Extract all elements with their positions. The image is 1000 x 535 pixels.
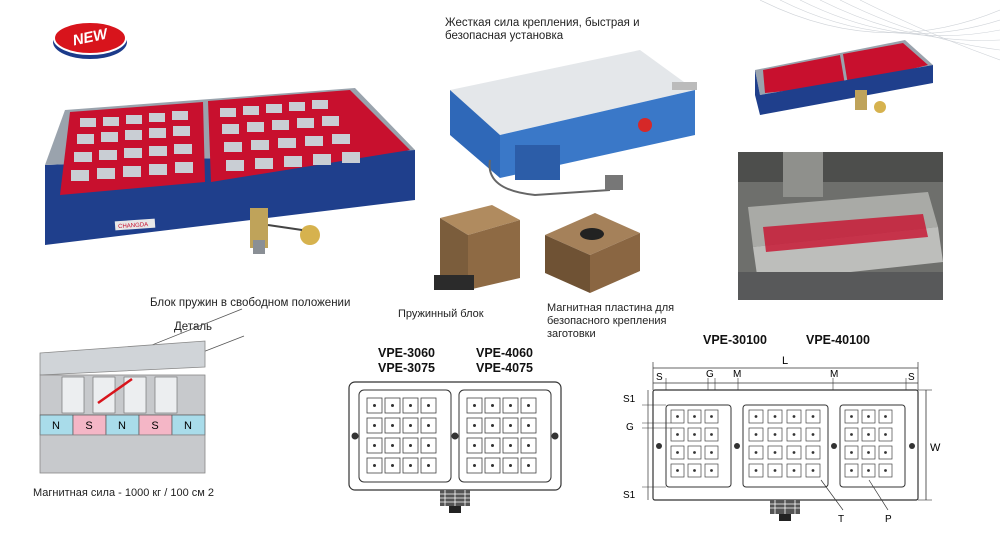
model-label-vpe-3075: VPE-3075 bbox=[378, 361, 435, 375]
model-label-vpe-4060: VPE-4060 bbox=[476, 346, 533, 360]
magnetic-plate-image bbox=[545, 213, 640, 293]
new-badge: NEW bbox=[50, 18, 130, 62]
background-wave bbox=[760, 0, 1000, 61]
dim-S1-bottom: S1 bbox=[623, 490, 636, 501]
dim-L: L bbox=[782, 355, 788, 367]
pole-label-3: N bbox=[118, 420, 126, 432]
pole-label-5: N bbox=[184, 420, 192, 432]
new-badge-shape bbox=[53, 21, 127, 59]
model-label-vpe-3060: VPE-3060 bbox=[378, 346, 435, 360]
pole-label-2: S bbox=[85, 420, 92, 432]
dim-G-top: G bbox=[706, 369, 714, 380]
controller-box-image bbox=[450, 50, 697, 197]
spring-block-caption: Пружинный блок bbox=[398, 308, 484, 320]
pole-label-4: S bbox=[151, 420, 158, 432]
small-magnetic-chuck-image bbox=[755, 40, 933, 115]
dim-T: T bbox=[838, 514, 844, 525]
model-label-vpe-4075: VPE-4075 bbox=[476, 361, 533, 375]
magnetic-plate-caption: Магнитная пластина для безопасного крепл… bbox=[547, 302, 675, 340]
spring-block-image bbox=[434, 205, 520, 290]
fastening-caption: Жесткая сила крепления, быстрая и безопа… bbox=[445, 17, 640, 42]
spring-force-arrow bbox=[97, 377, 133, 405]
dim-M-left: M bbox=[733, 369, 741, 380]
three-section-chuck-drawing: L S G M M S bbox=[623, 355, 941, 525]
dim-S1-top: S1 bbox=[623, 394, 636, 405]
dim-M-right: M bbox=[830, 369, 838, 380]
model-label-vpe-40100: VPE-40100 bbox=[806, 333, 870, 347]
brand-plate bbox=[114, 218, 156, 231]
magnetic-force-caption: Магнитная сила - 1000 кг / 100 см 2 bbox=[33, 487, 215, 499]
spring-cross-section-diagram: N S N S N bbox=[39, 308, 245, 474]
spring-free-position-caption: Блок пружин в свободном положении bbox=[150, 297, 351, 309]
two-section-chuck-drawing bbox=[348, 381, 562, 513]
dim-S-right: S bbox=[908, 372, 915, 383]
pole-row: N S N S N bbox=[39, 414, 206, 436]
machining-photo bbox=[738, 152, 943, 300]
pole-label-1: N bbox=[52, 420, 60, 432]
dim-S-left: S bbox=[656, 372, 663, 383]
dim-W: W bbox=[930, 442, 941, 454]
dim-P: P bbox=[885, 514, 892, 525]
part-caption: Деталь bbox=[174, 321, 213, 333]
brand-plate-text: CHANGDA bbox=[118, 222, 148, 230]
dim-G-left: G bbox=[626, 422, 634, 433]
large-magnetic-chuck-image: CHANGDA bbox=[45, 88, 415, 254]
model-label-vpe-30100: VPE-30100 bbox=[703, 333, 767, 347]
